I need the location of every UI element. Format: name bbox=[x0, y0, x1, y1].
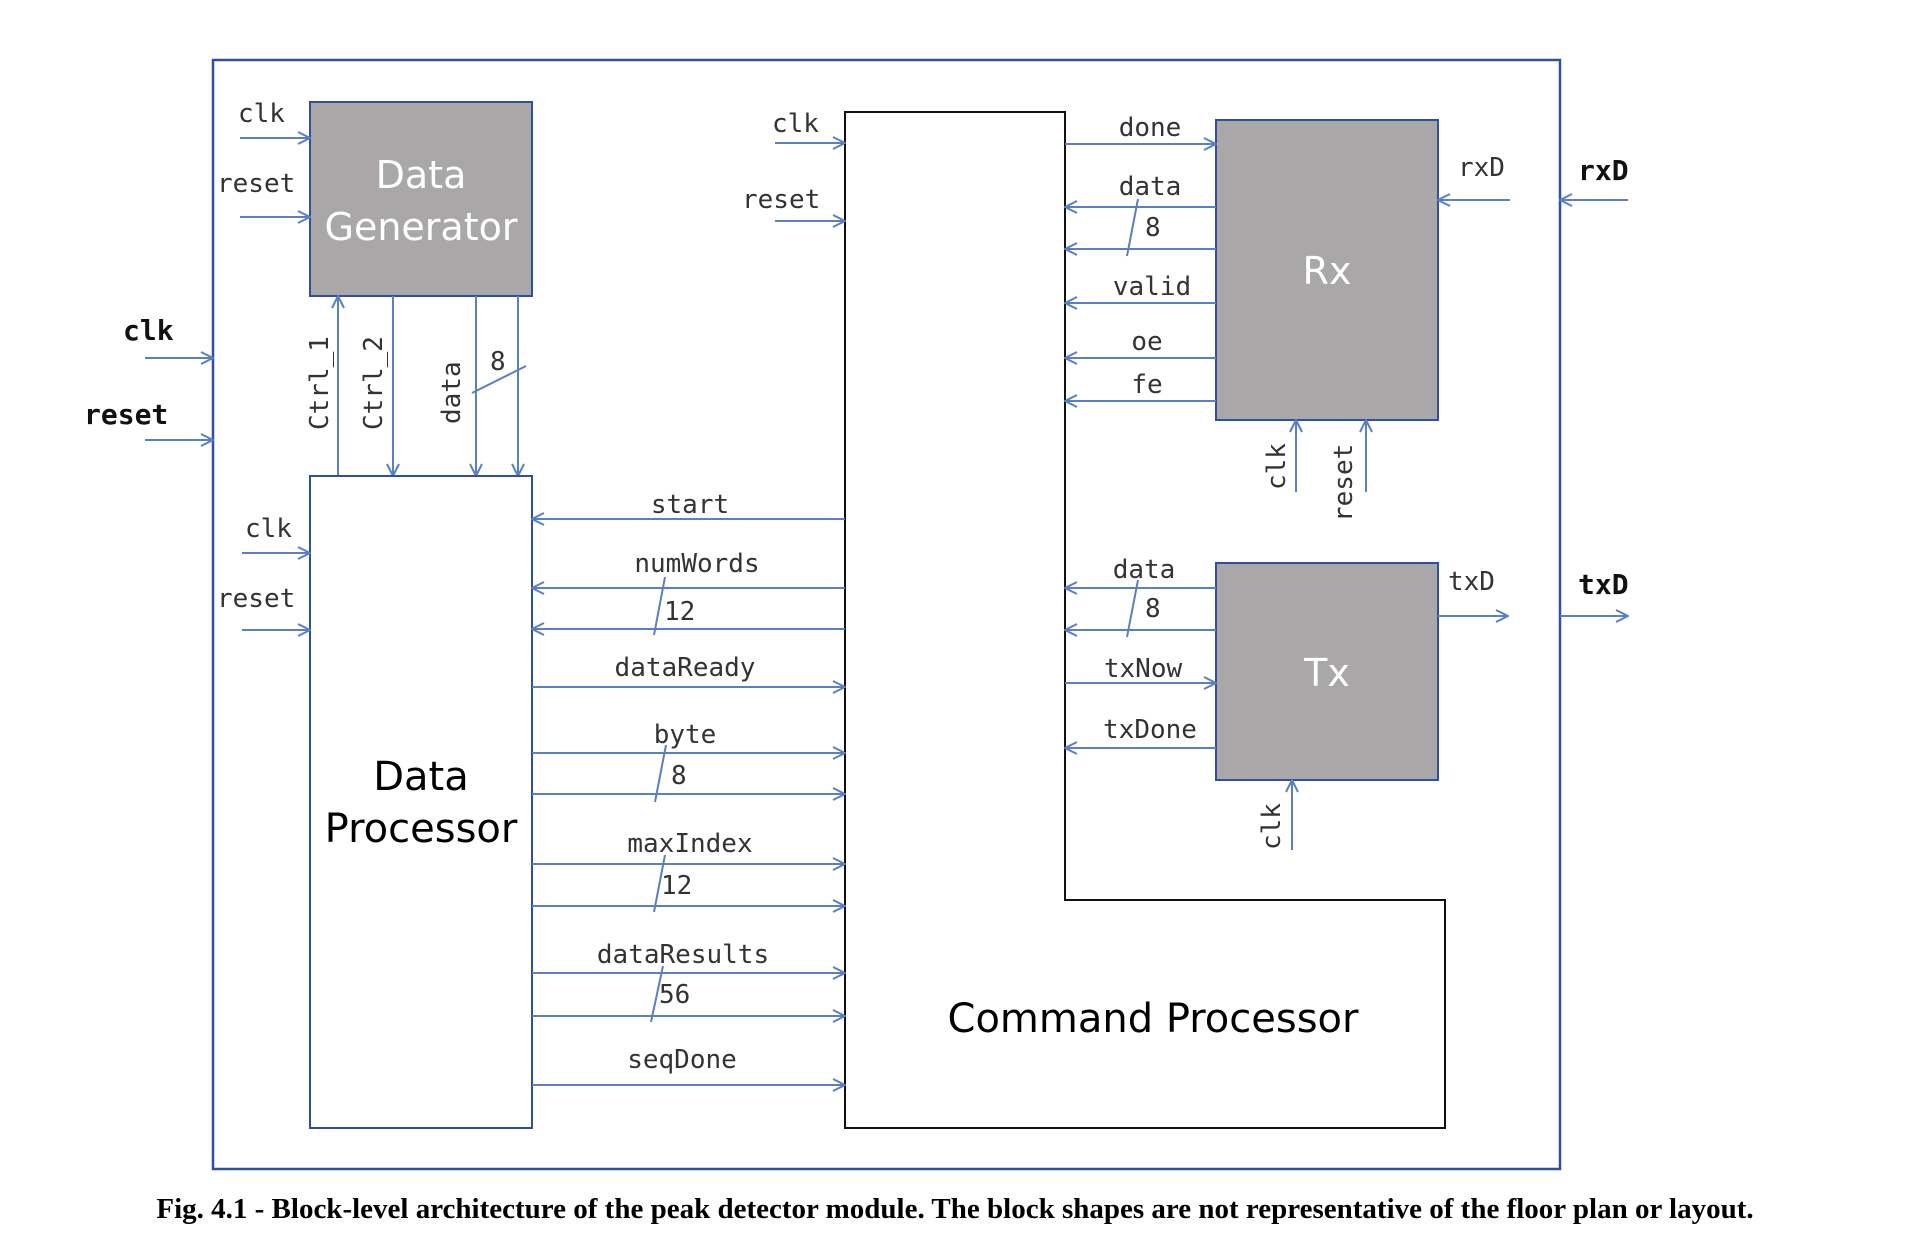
dp-reset-input: reset bbox=[217, 584, 310, 630]
start-signal: start bbox=[532, 490, 845, 520]
svg-text:reset: reset bbox=[217, 169, 295, 199]
top-port-rxD: rxD bbox=[1560, 154, 1629, 200]
svg-text:Rx: Rx bbox=[1303, 249, 1352, 293]
ctrl2-signal: Ctrl_2 bbox=[359, 296, 393, 476]
svg-text:data: data bbox=[437, 361, 467, 424]
svg-text:rxD: rxD bbox=[1578, 154, 1629, 187]
svg-text:txDone: txDone bbox=[1103, 715, 1197, 745]
numWords-bus: numWords 12 bbox=[532, 549, 845, 635]
rx-data-bus: data 8 bbox=[1065, 172, 1216, 257]
svg-text:txD: txD bbox=[1448, 567, 1495, 597]
ctrl1-signal: Ctrl_1 bbox=[305, 296, 338, 476]
rx-block: Rx bbox=[1215, 119, 1439, 421]
svg-text:12: 12 bbox=[661, 871, 692, 901]
module-boundary bbox=[211, 58, 1562, 1171]
svg-text:start: start bbox=[651, 490, 729, 520]
svg-text:8: 8 bbox=[1145, 594, 1161, 624]
svg-text:byte: byte bbox=[654, 720, 717, 750]
svg-text:8: 8 bbox=[1145, 213, 1161, 243]
svg-text:dataReady: dataReady bbox=[615, 653, 756, 683]
rx-reset-input: reset bbox=[1329, 420, 1366, 522]
svg-text:clk: clk bbox=[245, 514, 292, 544]
svg-text:clk: clk bbox=[1257, 803, 1287, 850]
svg-text:clk: clk bbox=[1262, 443, 1292, 490]
data-processor-block: Data Processor bbox=[309, 475, 533, 1129]
tx-data-bus: data 8 bbox=[1065, 555, 1216, 638]
svg-text:8: 8 bbox=[671, 761, 687, 791]
cp-clk-input: clk bbox=[772, 109, 845, 143]
rx-oe-signal: oe bbox=[1065, 327, 1216, 358]
rx-done-signal: done bbox=[1065, 113, 1216, 144]
top-port-clk: clk bbox=[123, 314, 213, 358]
rx-rxD-input: rxD bbox=[1438, 153, 1510, 200]
tx-txD-output: txD bbox=[1438, 567, 1508, 616]
svg-text:Ctrl_2: Ctrl_2 bbox=[359, 336, 389, 430]
svg-text:reset: reset bbox=[1329, 444, 1359, 522]
data-generator-block: Data Generator bbox=[309, 101, 533, 297]
svg-text:clk: clk bbox=[772, 109, 819, 139]
svg-text:rxD: rxD bbox=[1458, 153, 1505, 183]
dataReady-signal: dataReady bbox=[532, 653, 845, 687]
svg-text:numWords: numWords bbox=[634, 549, 759, 579]
byte-bus: byte 8 bbox=[532, 720, 845, 803]
svg-text:reset: reset bbox=[217, 584, 295, 614]
svg-text:reset: reset bbox=[84, 398, 168, 431]
dg-clk-input: clk bbox=[238, 99, 310, 138]
tx-now-signal: txNow bbox=[1065, 654, 1216, 684]
svg-text:Ctrl_1: Ctrl_1 bbox=[305, 336, 335, 430]
svg-text:Generator: Generator bbox=[325, 205, 518, 249]
rx-clk-input: clk bbox=[1262, 420, 1296, 492]
svg-text:clk: clk bbox=[238, 99, 285, 129]
svg-text:maxIndex: maxIndex bbox=[627, 829, 752, 859]
svg-text:oe: oe bbox=[1131, 327, 1162, 357]
svg-text:56: 56 bbox=[659, 980, 690, 1010]
svg-text:valid: valid bbox=[1113, 272, 1191, 302]
svg-text:12: 12 bbox=[664, 597, 695, 627]
tx-block: Tx bbox=[1215, 562, 1439, 781]
cp-reset-input: reset bbox=[742, 185, 845, 221]
dg-data-bus: data 8 bbox=[437, 296, 527, 476]
tx-clk-input: clk bbox=[1257, 780, 1292, 850]
svg-text:Data: Data bbox=[373, 754, 469, 800]
svg-text:Data: Data bbox=[376, 153, 467, 197]
maxIndex-bus: maxIndex 12 bbox=[532, 829, 845, 912]
svg-text:clk: clk bbox=[123, 314, 174, 347]
svg-text:8: 8 bbox=[490, 347, 506, 377]
svg-text:txNow: txNow bbox=[1104, 654, 1183, 684]
svg-text:data: data bbox=[1113, 555, 1176, 585]
dataResults-bus: dataResults 56 bbox=[532, 940, 845, 1022]
dp-clk-input: clk bbox=[242, 514, 310, 553]
top-port-reset: reset bbox=[84, 398, 213, 440]
svg-text:txD: txD bbox=[1578, 568, 1629, 601]
dg-reset-input: reset bbox=[217, 169, 310, 217]
svg-text:fe: fe bbox=[1131, 370, 1162, 400]
svg-text:Processor: Processor bbox=[325, 806, 518, 852]
svg-text:seqDone: seqDone bbox=[627, 1045, 737, 1075]
seqDone-signal: seqDone bbox=[532, 1045, 845, 1085]
svg-text:Tx: Tx bbox=[1303, 651, 1350, 695]
svg-text:reset: reset bbox=[742, 185, 820, 215]
figure-caption: Fig. 4.1 - Block-level architecture of t… bbox=[156, 1193, 1754, 1225]
rx-valid-signal: valid bbox=[1065, 272, 1216, 303]
command-processor-block: Command Processor bbox=[844, 111, 1446, 1129]
svg-text:Command Processor: Command Processor bbox=[948, 996, 1360, 1042]
svg-text:dataResults: dataResults bbox=[597, 940, 769, 970]
svg-text:data: data bbox=[1119, 172, 1182, 202]
rx-fe-signal: fe bbox=[1065, 370, 1216, 401]
top-port-txD: txD bbox=[1560, 568, 1629, 616]
tx-done-signal: txDone bbox=[1065, 715, 1216, 748]
svg-text:done: done bbox=[1119, 113, 1182, 143]
